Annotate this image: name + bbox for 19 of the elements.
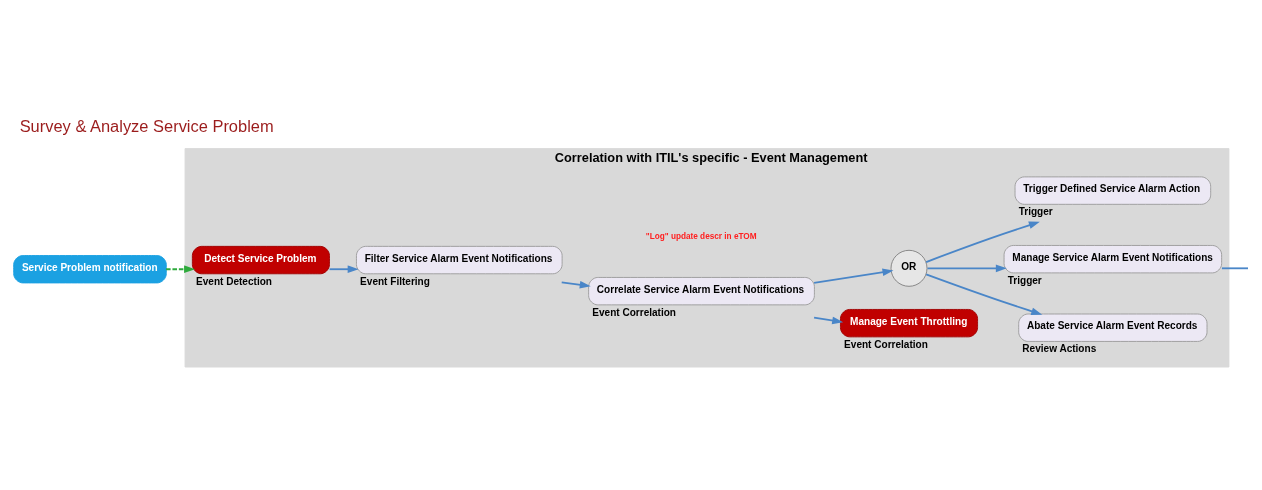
arrow: [925, 221, 1040, 263]
arrow: [560, 280, 591, 289]
node-label: Event Detection: [196, 275, 272, 287]
connector: [1221, 267, 1249, 270]
arrow: [813, 316, 844, 325]
node-label: Trigger: [1007, 274, 1042, 286]
arrow: [328, 265, 359, 274]
arrow: [926, 264, 1007, 273]
node-label: Review Actions: [1022, 343, 1097, 355]
arrow: [925, 273, 1043, 316]
node-circle: OR: [890, 249, 928, 287]
node-label: Trigger: [1018, 206, 1053, 218]
label: "Log" update descr in eTOM: [645, 232, 757, 242]
diagram-title: Survey & Analyze Service Problem: [19, 117, 274, 136]
node-label: Event Correlation: [592, 306, 677, 318]
arrow: [165, 265, 196, 274]
arrow: [813, 268, 894, 284]
node-label: Event Correlation: [844, 338, 928, 350]
node-label: Event Filtering: [360, 275, 430, 287]
